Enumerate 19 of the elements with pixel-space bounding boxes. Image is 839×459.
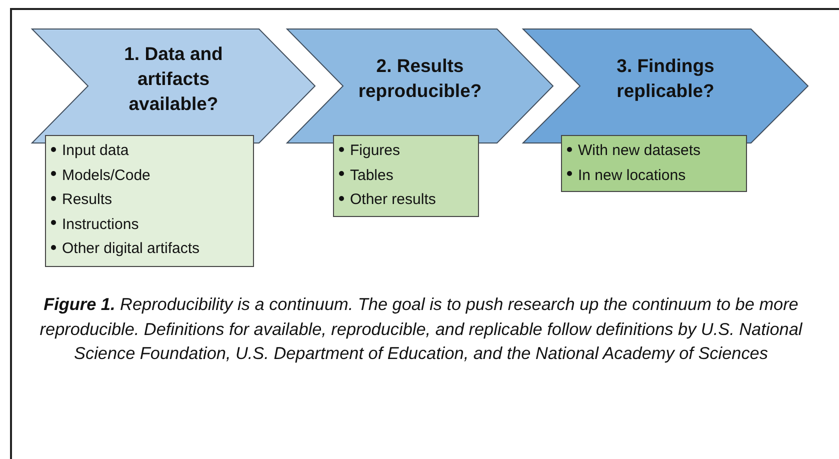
step-title: 3. Findings replicable? (616, 54, 716, 103)
list-item: In new locations (578, 166, 686, 184)
list-item: Other results (350, 191, 436, 208)
bullet-list-box (561, 135, 747, 192)
bullet-list-box (333, 135, 479, 217)
list-item: Instructions (62, 216, 139, 232)
figure-caption: Figure 1. Reproducibility is a continuum. The goal is to push research up the continuum to be more reproducible. Definitions for available, reproducible, and replicable follow definitions by U.S. National Science Foundation, U.S. Department of Education, and the National Academy of Sciences (38, 293, 804, 365)
list-item: Other digital artifacts (62, 240, 200, 257)
bullet-list-box (45, 135, 254, 267)
list-item: Input data (62, 142, 129, 159)
list-item: With new datasets (578, 142, 701, 159)
step-title: 2. Results reproducible? (357, 54, 483, 103)
list-item: Models/Code (62, 166, 150, 184)
list-item: Results (62, 191, 112, 208)
list-item: Tables (350, 166, 394, 184)
step-title: 1. Data and artifacts available? (123, 42, 224, 116)
chevron-step (287, 29, 553, 143)
list-item: Figures (350, 142, 400, 159)
chevron-step (523, 29, 808, 143)
